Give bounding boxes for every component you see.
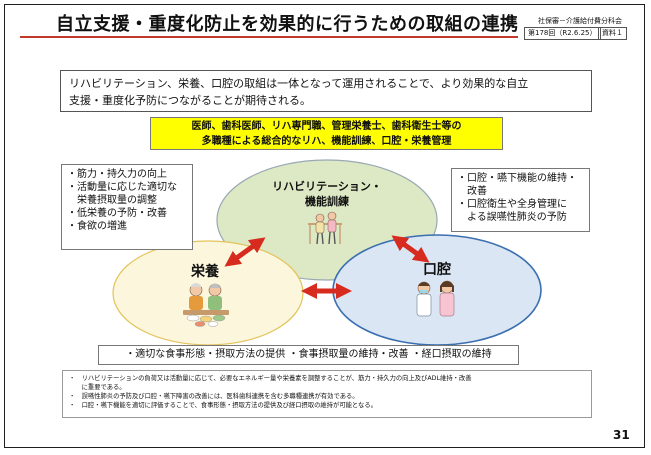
document-number: 資料１ <box>598 27 627 40</box>
meal-illustration <box>183 283 229 327</box>
note-line-2: に重要である。 <box>69 384 126 391</box>
title-underline <box>20 36 518 38</box>
oral-benefits-box: ・口腔・嚥下機能の維持・ 改善 ・口腔衛生や全身管理に よる誤嚥性肺炎の予防 <box>451 168 590 232</box>
nutrition-benefit-3: 栄養摂取量の調整 <box>67 195 157 206</box>
oral-benefit-3: ・口腔衛生や全身管理に <box>457 199 567 210</box>
nutrition-benefit-2: ・活動量に応じた適切な <box>67 182 177 193</box>
arrow-rehab-oral <box>391 235 430 263</box>
page-number: 31 <box>613 428 630 442</box>
oral-label: 口腔 <box>423 261 451 278</box>
dental-staff-illustration <box>416 280 455 317</box>
oral-benefit-4: よる誤嚥性肺炎の予防 <box>457 212 567 223</box>
oral-benefit-1: ・口腔・嚥下機能の維持・ <box>457 173 577 184</box>
note-line-3: ・ 誤嚥性肺炎の予防及び口腔・嚥下障害の改善には、医科歯科連携を含む多職種連携が… <box>69 393 359 400</box>
shared-outcomes-bar: ・適切な食事形態・摂取方法の提供 ・食事摂取量の維持・改善 ・経口摂取の維持 <box>98 345 519 365</box>
nutrition-benefit-5: ・食欲の増進 <box>67 221 127 232</box>
notes-box: ・ リハビリテーションの負荷又は活動量に応じて、必要なエネルギー量や栄養素を調整… <box>62 370 592 418</box>
note-line-4: ・ 口腔・嚥下機能を適切に評価することで、食事形態・摂取方法の提供及び経口摂取の… <box>69 402 377 409</box>
oral-benefit-2: 改善 <box>457 186 487 197</box>
committee-label: 社保審－介護給付費分科会 <box>538 17 622 25</box>
nutrition-label: 栄養 <box>190 263 219 280</box>
nutrition-benefit-4: ・低栄養の予防・改善 <box>67 208 167 219</box>
intro-line-1: リハビリテーション、栄養、口腔の取組は一体となって運用されることで、より効果的な… <box>69 77 529 90</box>
nutrition-circle <box>112 240 304 346</box>
page-title: 自立支援・重度化防止を効果的に行うための取組の連携 <box>56 14 519 35</box>
professionals-line-1: 医師、歯科医師、リハ専門職、管理栄養士、歯科衛生士等の <box>191 121 462 132</box>
oral-circle <box>332 234 542 346</box>
rehab-label-1: リハビリテーション・ <box>272 179 382 193</box>
arrow-rehab-nutrition <box>224 237 266 267</box>
nutrition-benefit-1: ・筋力・持久力の向上 <box>67 169 167 180</box>
session-label: 第178回（R2.6.25） <box>524 27 601 40</box>
rehab-label-2: 機能訓練 <box>305 194 349 208</box>
nutrition-benefits-box: ・筋力・持久力の向上 ・活動量に応じた適切な 栄養摂取量の調整 ・低栄養の予防・… <box>61 164 193 250</box>
intro-line-2: 支援・重度化予防につながることが期待される。 <box>69 94 311 107</box>
professionals-banner: 医師、歯科医師、リハ専門職、管理栄養士、歯科衛生士等の 多職種による総合的なリハ… <box>150 117 503 150</box>
rehab-illustration <box>308 211 342 245</box>
professionals-line-2: 多職種による総合的なリハ、機能訓練、口腔・栄養管理 <box>201 136 452 147</box>
intro-text: リハビリテーション、栄養、口腔の取組は一体となって運用されることで、より効果的な… <box>60 70 592 112</box>
note-line-1: ・ リハビリテーションの負荷又は活動量に応じて、必要なエネルギー量や栄養素を調整… <box>69 375 472 382</box>
